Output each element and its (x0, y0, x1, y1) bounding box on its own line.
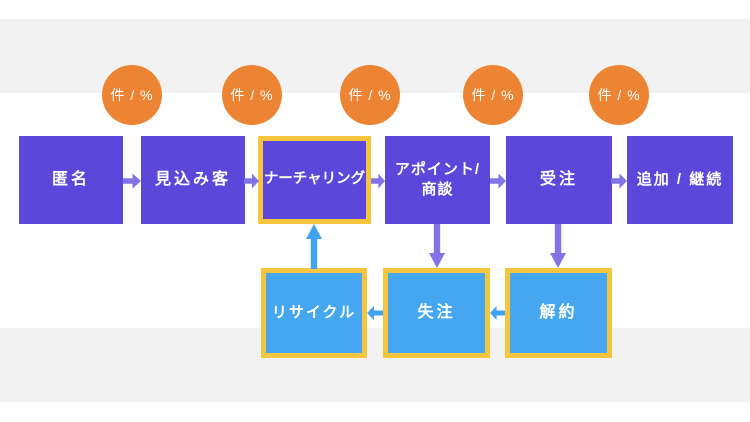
metric-badge: 件 / % (589, 65, 649, 125)
stage-label-line1: アポイント/ (394, 160, 481, 178)
arrow-right-icon (244, 173, 259, 189)
arrow-down-icon (550, 224, 566, 268)
stage-label: ナーチャリング (263, 171, 366, 188)
metric-badge: 件 / % (463, 65, 523, 125)
stage-label: 追加 / 継続 (636, 170, 724, 188)
stage-box-appointment: アポイント/ 商談 (385, 136, 490, 224)
stage-label-line2: 商談 (421, 181, 454, 198)
background-band-bottom (0, 328, 750, 402)
metric-badge-label: 件 / % (348, 87, 392, 103)
metric-badge: 件 / % (102, 65, 162, 125)
stage-box-order: 受注 (506, 136, 612, 224)
recycle-box-lost: 失注 (383, 268, 490, 358)
stage-label: 匿名 (51, 171, 90, 189)
stage-label: 受注 (539, 171, 578, 189)
recycle-box-churn: 解約 (505, 268, 612, 358)
recycle-label: 解約 (539, 304, 578, 322)
stage-box-prospect: 見込み客 (141, 136, 245, 224)
recycle-box-recycle: リサイクル (261, 268, 367, 358)
arrow-up-icon (306, 224, 322, 269)
metric-badge-label: 件 / % (597, 87, 641, 103)
metric-badge: 件 / % (340, 65, 400, 125)
stage-box-expansion: 追加 / 継続 (627, 136, 733, 224)
stage-box-nurturing: ナーチャリング (258, 136, 371, 224)
metric-badge-label: 件 / % (110, 87, 154, 103)
arrow-right-icon (123, 173, 141, 189)
arrow-right-icon (371, 173, 385, 189)
arrow-down-icon (429, 224, 445, 268)
arrow-right-icon (490, 173, 506, 189)
recycle-label: リサイクル (271, 303, 357, 321)
arrow-left-icon (490, 306, 505, 320)
metric-badge-label: 件 / % (230, 87, 274, 103)
stage-box-anonymous: 匿名 (19, 136, 123, 224)
stage-label: 見込み客 (154, 171, 231, 189)
metric-badge: 件 / % (222, 65, 282, 125)
metric-badge-label: 件 / % (471, 87, 515, 103)
arrow-left-icon (367, 306, 383, 320)
recycle-label: 失注 (417, 304, 456, 322)
arrow-right-icon (611, 173, 627, 189)
